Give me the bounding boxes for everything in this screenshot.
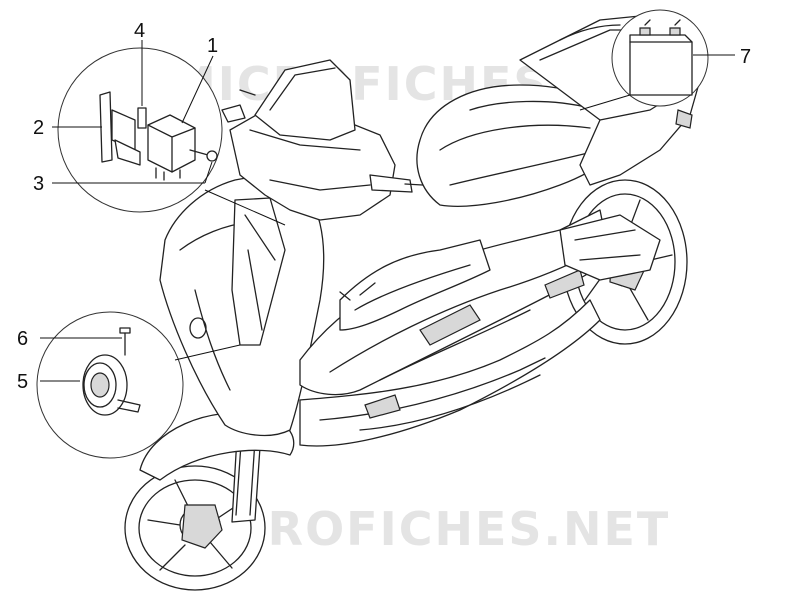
callout-5: 5 — [17, 371, 28, 393]
horn-detail-circle — [36, 311, 241, 459]
front-wheel — [124, 465, 266, 591]
callout-1: 1 — [207, 35, 218, 57]
clip-part — [137, 107, 147, 129]
horn-part — [82, 354, 141, 416]
bracket-part — [99, 91, 113, 163]
relay-part — [147, 114, 196, 181]
callout-7: 7 — [740, 46, 751, 68]
battery-detail-circle — [579, 9, 709, 111]
battery-part — [629, 19, 693, 96]
relay-detail-circle — [57, 47, 286, 226]
callout-6: 6 — [17, 328, 28, 350]
screw-part — [189, 149, 218, 162]
callout-labels: 1 4 2 3 6 5 7 — [17, 20, 751, 393]
horn-screw-part — [119, 327, 131, 356]
windshield — [254, 59, 356, 141]
callout-2: 2 — [33, 117, 44, 139]
callout-3: 3 — [33, 173, 44, 195]
callout-4: 4 — [134, 20, 145, 42]
engine-swingarm — [559, 214, 661, 281]
